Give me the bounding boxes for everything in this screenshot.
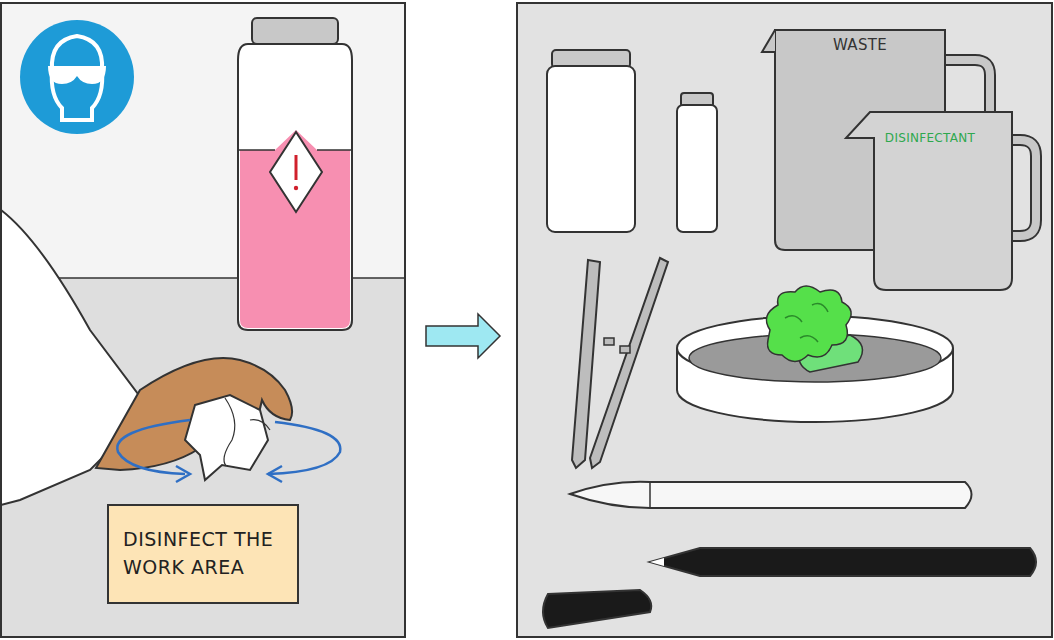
beaker-label: DISINFECTANT xyxy=(885,131,975,145)
beaker-label: WASTE xyxy=(833,36,887,54)
instruction-text: DISINFECT THE WORK AREA xyxy=(123,526,283,581)
instruction-box: DISINFECT THE WORK AREA xyxy=(107,504,299,604)
